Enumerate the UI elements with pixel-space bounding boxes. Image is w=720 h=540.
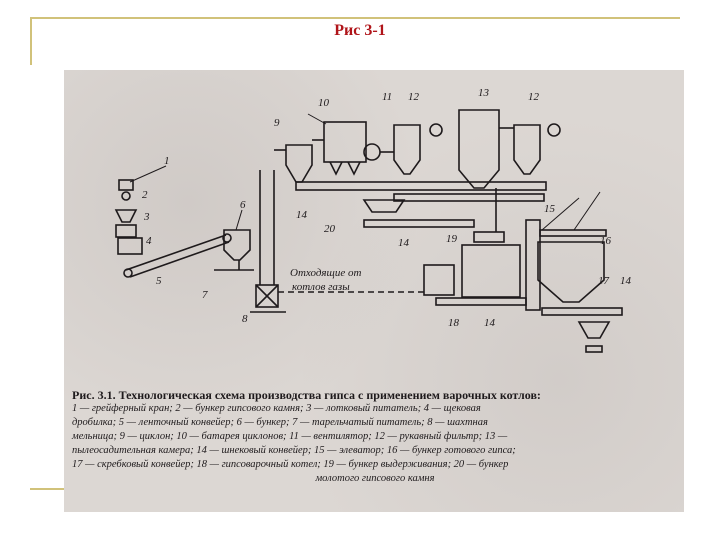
bunker-20-shape bbox=[362, 199, 406, 213]
label-15: 15 bbox=[544, 203, 556, 215]
scraper-conveyor-17 bbox=[541, 307, 623, 316]
holding-hopper-19-shape bbox=[423, 264, 455, 296]
caption-line-2: дробилка; 5 — ленточный конвейер; 6 — бу… bbox=[72, 417, 488, 428]
leader-6 bbox=[235, 209, 243, 231]
label-6: 6 bbox=[240, 199, 246, 211]
leader-1 bbox=[129, 165, 167, 183]
label-14-mid: 14 bbox=[398, 237, 410, 249]
stone-hopper-shape bbox=[114, 209, 138, 223]
lotok-feeder-shape bbox=[115, 224, 137, 238]
caption-line-4: пылеосадительная камера; 14 — шнековый к… bbox=[72, 445, 516, 456]
label-4: 4 bbox=[146, 235, 152, 247]
label-19: 19 bbox=[446, 233, 458, 245]
bunker-6-shape bbox=[223, 229, 251, 261]
label-3: 3 bbox=[143, 211, 150, 223]
bag-filter-right-shape bbox=[513, 124, 541, 175]
leader-10 bbox=[307, 113, 327, 125]
label-14-right: 14 bbox=[620, 275, 632, 287]
caption-line-5: 17 — скребковый конвейер; 18 — гипсоваро… bbox=[72, 459, 509, 470]
elevator-top-conveyor bbox=[539, 229, 607, 237]
caption-last-line: молотого гипсового камня bbox=[315, 473, 435, 484]
fan-top-left bbox=[429, 123, 443, 137]
cyclone-9-shape bbox=[285, 144, 313, 183]
belt-conveyor-lower bbox=[129, 241, 230, 278]
label-17: 17 bbox=[598, 275, 610, 287]
flue-gas-label-1: Отходящие от bbox=[290, 267, 361, 279]
packing-unit bbox=[585, 345, 603, 353]
caption-heading: Рис. 3.1. Технологическая схема производ… bbox=[72, 388, 541, 402]
label-7: 7 bbox=[202, 289, 208, 301]
frame-top-line bbox=[30, 17, 680, 19]
slide-title: Рис 3-1 bbox=[334, 22, 386, 39]
leader-15 bbox=[541, 197, 580, 231]
leader-16 bbox=[573, 191, 601, 231]
elevator-15-shape bbox=[525, 219, 541, 311]
label-2: 2 bbox=[142, 189, 148, 201]
gypsum-kettle-18-shape bbox=[461, 244, 521, 298]
frame-left-line bbox=[30, 17, 32, 65]
bag-filter-12-shape bbox=[393, 124, 421, 175]
label-1: 1 bbox=[164, 155, 170, 167]
process-diagram: 1 2 3 4 5 6 7 8 9 10 11 12 13 12 14 20 1… bbox=[114, 87, 632, 353]
label-14-left: 14 bbox=[296, 209, 308, 221]
screw-conveyor-top bbox=[295, 181, 547, 191]
screw-conveyor-mid bbox=[393, 193, 545, 202]
mill-cross-b bbox=[255, 284, 279, 308]
caption-line-3: мельница; 9 — циклон; 10 — батарея цикло… bbox=[72, 431, 508, 442]
scanned-figure: 1 2 3 4 5 6 7 8 9 10 11 12 13 12 14 20 1… bbox=[64, 70, 684, 512]
battery-cones bbox=[329, 161, 361, 176]
grab-crane-shape bbox=[118, 179, 134, 191]
kettle-top bbox=[473, 231, 505, 243]
settling-chamber-shape bbox=[458, 109, 500, 189]
belt-conveyor-upper bbox=[125, 234, 227, 271]
screw-conveyor-bottom bbox=[435, 297, 527, 306]
label-11: 11 bbox=[382, 91, 392, 103]
label-10: 10 bbox=[318, 97, 330, 109]
discharge-hopper bbox=[577, 321, 611, 339]
label-16: 16 bbox=[600, 235, 612, 247]
frame-bottom-line bbox=[30, 488, 64, 490]
label-13: 13 bbox=[478, 87, 490, 99]
grab-bucket-shape bbox=[121, 191, 131, 201]
label-12-right: 12 bbox=[528, 91, 540, 103]
figure-caption: Рис. 3.1. Технологическая схема производ… bbox=[72, 388, 678, 486]
conveyor-pulley-right bbox=[222, 233, 232, 243]
conveyor-pulley-left bbox=[123, 268, 133, 278]
caption-line-1: 1 — грейферный кран; 2 — бункер гипсовог… bbox=[72, 403, 481, 414]
jaw-crusher-shape bbox=[117, 237, 143, 255]
label-9: 9 bbox=[274, 117, 280, 129]
label-12: 12 bbox=[408, 91, 420, 103]
finished-gypsum-hopper-16 bbox=[537, 241, 605, 303]
flue-gas-label-2: котлов газы bbox=[292, 281, 350, 293]
label-20: 20 bbox=[324, 223, 336, 235]
label-18: 18 bbox=[448, 317, 460, 329]
cyclone-battery-shape bbox=[323, 121, 367, 163]
label-8: 8 bbox=[242, 313, 248, 325]
shaft-mill-shape bbox=[255, 284, 279, 308]
fan-top-right bbox=[547, 123, 561, 137]
label-5: 5 bbox=[156, 275, 162, 287]
label-14-bottom: 14 bbox=[484, 317, 496, 329]
screw-conveyor-20 bbox=[363, 219, 475, 228]
